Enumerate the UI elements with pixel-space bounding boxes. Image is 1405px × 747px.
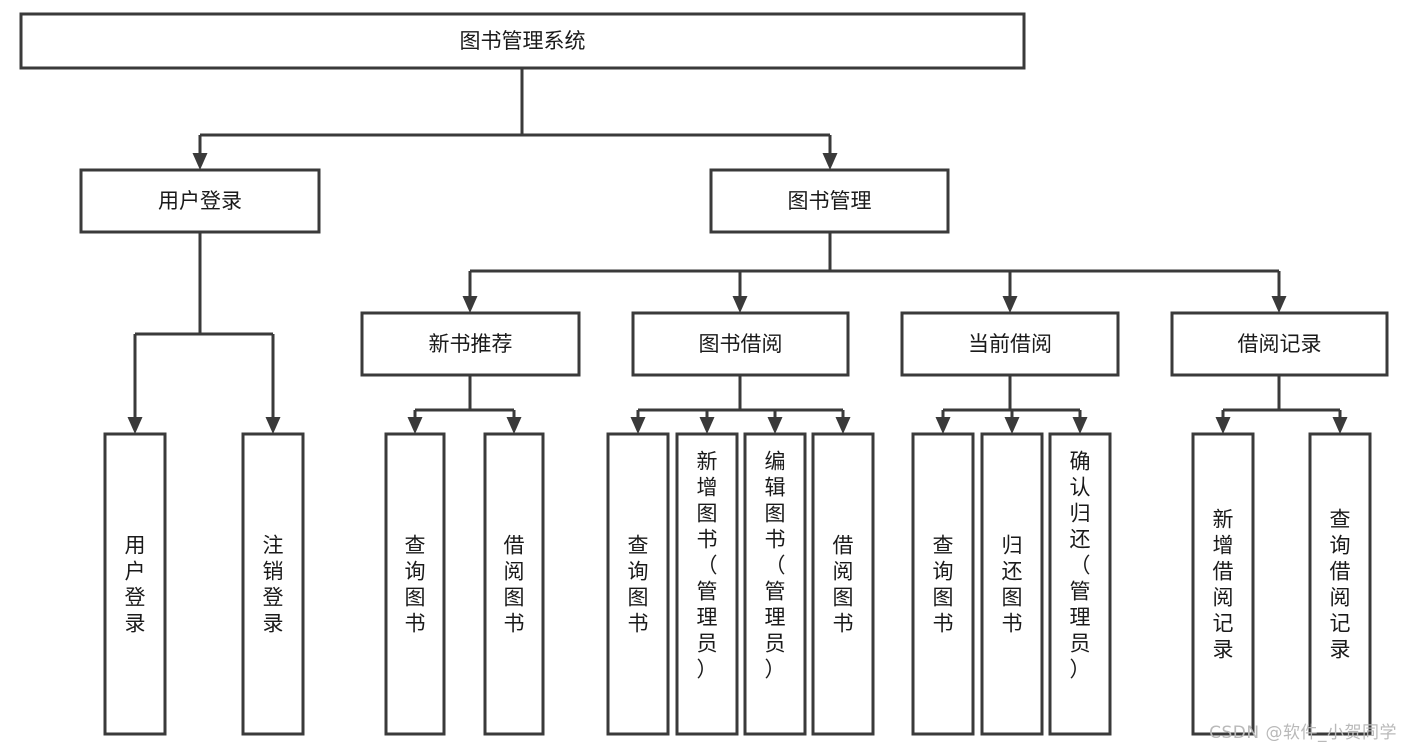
node-label-user-login: 用户登录 (158, 189, 242, 213)
arrow-icon-conn-bookmanage-bus-2 (1002, 296, 1018, 313)
node-label-leaf-borrow-book-rec: 借阅图书 (504, 533, 525, 635)
node-box-user-login[interactable] (79, 168, 321, 234)
node-leaf-query-book-current[interactable]: 查询图书 (911, 432, 975, 736)
arrow-icon-conn-bookborrow-bus-0 (630, 417, 646, 434)
node-box-leaf-return-book[interactable] (980, 432, 1044, 736)
node-leaf-query-borrow-record[interactable]: 查询借阅记录 (1308, 432, 1372, 736)
node-box-book-manage[interactable] (709, 168, 950, 234)
conn-userlogin-bus (127, 232, 281, 434)
arrow-icon-conn-currentborrow-bus-2 (1072, 417, 1088, 434)
node-box-leaf-add-borrow-record[interactable] (1191, 432, 1255, 736)
conn-root-bus (192, 68, 838, 170)
node-label-leaf-add-borrow-record: 新增借阅记录 (1213, 507, 1234, 661)
arrow-icon-conn-bookmanage-bus-0 (462, 296, 478, 313)
node-leaf-user-login[interactable]: 用户登录 (103, 432, 167, 736)
node-leaf-borrow-book[interactable]: 借阅图书 (811, 432, 875, 736)
node-box-root[interactable] (19, 12, 1026, 70)
node-box-leaf-query-book-rec[interactable] (384, 432, 446, 736)
node-box-leaf-add-book[interactable] (675, 432, 739, 736)
node-label-leaf-add-book: 新增图书（管理员） (697, 449, 718, 681)
arrow-icon-conn-newbook-bus-0 (407, 417, 423, 434)
arrow-icon-conn-borrowrecord-bus-1 (1332, 417, 1348, 434)
node-box-leaf-query-book-current[interactable] (911, 432, 975, 736)
node-box-leaf-user-login[interactable] (103, 432, 167, 736)
node-root[interactable]: 图书管理系统 (19, 12, 1026, 70)
node-label-current-borrow: 当前借阅 (968, 332, 1052, 356)
node-leaf-borrow-book-rec[interactable]: 借阅图书 (483, 432, 545, 736)
arrow-icon-conn-bookborrow-bus-1 (699, 417, 715, 434)
node-leaf-return-book[interactable]: 归还图书 (980, 432, 1044, 736)
node-book-manage[interactable]: 图书管理 (709, 168, 950, 234)
arrow-icon-conn-bookborrow-bus-2 (767, 417, 783, 434)
node-box-borrow-record[interactable] (1170, 311, 1389, 377)
node-box-current-borrow[interactable] (900, 311, 1120, 377)
arrow-icon-conn-bookborrow-bus-3 (835, 417, 851, 434)
node-leaf-user-logout[interactable]: 注销登录 (241, 432, 305, 736)
node-box-leaf-edit-book[interactable] (743, 432, 807, 736)
node-leaf-query-book-borrow[interactable]: 查询图书 (606, 432, 670, 736)
node-new-book-recommend[interactable]: 新书推荐 (360, 311, 581, 377)
node-box-leaf-borrow-book[interactable] (811, 432, 875, 736)
node-box-leaf-query-borrow-record[interactable] (1308, 432, 1372, 736)
node-label-root: 图书管理系统 (460, 29, 586, 53)
node-label-leaf-return-book: 归还图书 (1002, 533, 1023, 635)
node-label-leaf-query-book-borrow: 查询图书 (628, 533, 649, 635)
node-leaf-query-book-rec[interactable]: 查询图书 (384, 432, 446, 736)
node-leaf-confirm-return[interactable]: 确认归还（管理员） (1048, 432, 1112, 736)
node-borrow-record[interactable]: 借阅记录 (1170, 311, 1389, 377)
connectors-layer (127, 68, 1348, 434)
node-box-book-borrow[interactable] (631, 311, 850, 377)
node-label-leaf-borrow-book: 借阅图书 (833, 533, 854, 635)
node-label-leaf-user-logout: 注销登录 (263, 533, 284, 635)
conn-currentborrow-bus (935, 375, 1088, 434)
node-label-new-book-recommend: 新书推荐 (429, 332, 513, 356)
node-box-leaf-user-logout[interactable] (241, 432, 305, 736)
node-user-login[interactable]: 用户登录 (79, 168, 321, 234)
conn-bookborrow-bus (630, 375, 851, 434)
node-leaf-edit-book[interactable]: 编辑图书（管理员） (743, 432, 807, 736)
arrow-icon-conn-root-bus-0 (192, 153, 208, 170)
node-book-borrow[interactable]: 图书借阅 (631, 311, 850, 377)
arrow-icon-conn-bookmanage-bus-1 (732, 296, 748, 313)
node-label-leaf-confirm-return: 确认归还（管理员） (1070, 449, 1091, 681)
node-leaf-add-book[interactable]: 新增图书（管理员） (675, 432, 739, 736)
arrow-icon-conn-root-bus-1 (822, 153, 838, 170)
arrow-icon-conn-borrowrecord-bus-0 (1215, 417, 1231, 434)
node-leaf-add-borrow-record[interactable]: 新增借阅记录 (1191, 432, 1255, 736)
node-label-leaf-query-book-rec: 查询图书 (405, 533, 426, 635)
node-box-leaf-borrow-book-rec[interactable] (483, 432, 545, 736)
arrow-icon-conn-currentborrow-bus-0 (935, 417, 951, 434)
node-box-new-book-recommend[interactable] (360, 311, 581, 377)
node-label-leaf-user-login: 用户登录 (125, 533, 146, 635)
node-box-leaf-confirm-return[interactable] (1048, 432, 1112, 736)
node-label-leaf-query-book-current: 查询图书 (933, 533, 954, 635)
arrow-icon-conn-userlogin-bus-0 (127, 417, 143, 434)
node-label-leaf-edit-book: 编辑图书（管理员） (765, 449, 786, 681)
arrow-icon-conn-newbook-bus-1 (506, 417, 522, 434)
arrow-icon-conn-userlogin-bus-1 (265, 417, 281, 434)
conn-borrowrecord-bus (1215, 375, 1348, 434)
node-label-leaf-query-borrow-record: 查询借阅记录 (1330, 507, 1351, 661)
node-label-book-borrow: 图书借阅 (699, 332, 783, 356)
arrow-icon-conn-currentborrow-bus-1 (1004, 417, 1020, 434)
csdn-watermark: CSDN @软件_小贺同学 (1209, 723, 1397, 743)
node-current-borrow[interactable]: 当前借阅 (900, 311, 1120, 377)
conn-bookmanage-bus (462, 232, 1287, 313)
nodes-layer: 图书管理系统用户登录图书管理新书推荐图书借阅当前借阅借阅记录用户登录注销登录查询… (19, 12, 1389, 736)
conn-newbook-bus (407, 375, 522, 434)
node-label-borrow-record: 借阅记录 (1238, 332, 1322, 356)
node-box-leaf-query-book-borrow[interactable] (606, 432, 670, 736)
arrow-icon-conn-bookmanage-bus-3 (1271, 296, 1287, 313)
node-label-book-manage: 图书管理 (788, 189, 872, 213)
